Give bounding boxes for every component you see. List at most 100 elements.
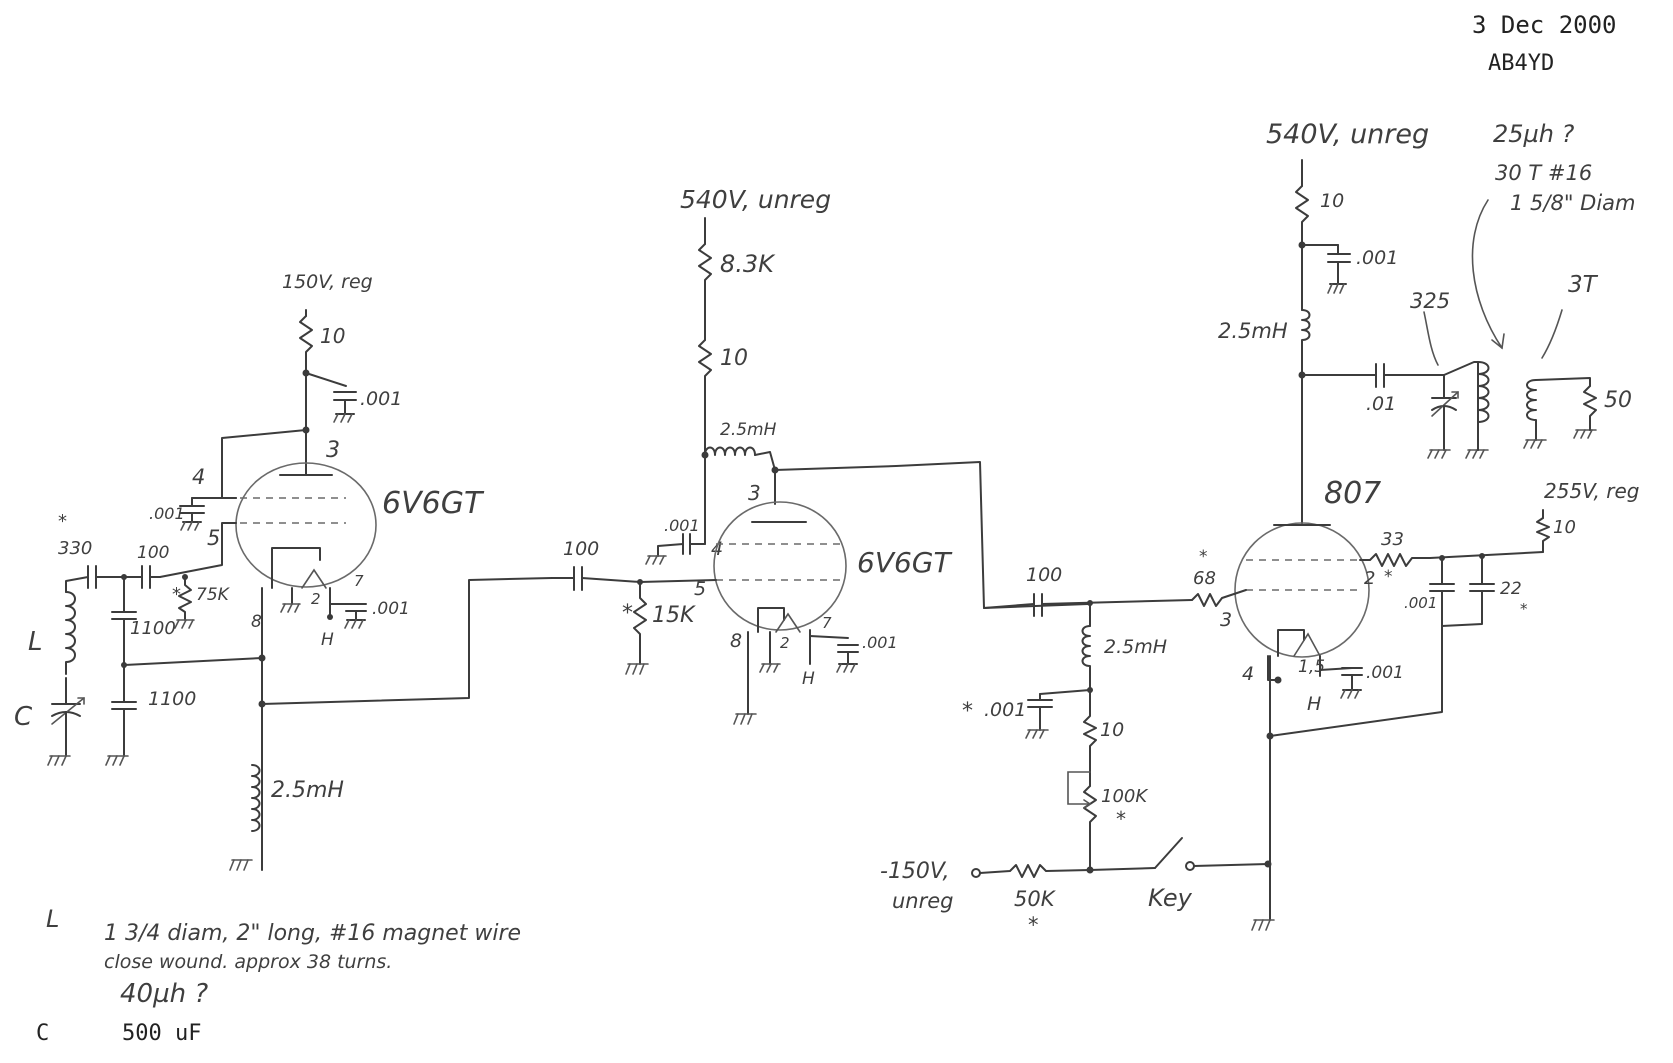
- stage3-grid-choke-label: 2.5mH: [1104, 636, 1167, 658]
- stage3-power-amplifier: 540V, unreg 10 .001 2.5mH .01: [880, 119, 1640, 937]
- stage1-input-cap-mark: *: [58, 511, 67, 532]
- stage1-grid-cap-label: 100: [137, 543, 169, 563]
- stage2-heater-label: H: [802, 669, 815, 689]
- stage1-grid-resistor: [178, 576, 192, 621]
- stage2-grid-resistor-mark: *: [622, 601, 633, 626]
- stage3-bias-series-mark: *: [1028, 913, 1039, 937]
- stage3-screen-cap-mark: *: [1520, 600, 1528, 618]
- stage3-pin-cathode: 4: [1242, 663, 1254, 685]
- note-coil-line-1: 1 3/4 diam, 2" long, #16 magnet wire: [104, 921, 521, 946]
- stage3-bias-supply-line-2: unreg: [892, 889, 954, 913]
- stage2-screen-cap-label: .001: [664, 516, 700, 535]
- date-label: 3 Dec 2000: [1472, 11, 1617, 39]
- stage3-heater-cap-label: .001: [1366, 663, 1404, 683]
- stage3-screen-cap-1-label: .001: [1404, 594, 1437, 612]
- stage1-screen-capacitor: [179, 497, 237, 531]
- stage3-tank-capacitor: [1431, 374, 1459, 451]
- stage1-tuning-cap-label: C: [14, 702, 33, 732]
- stage1-input-cap-label: 330: [58, 538, 92, 559]
- stage1-bypass-capacitor: [333, 391, 357, 423]
- callsign-label: AB4YD: [1488, 51, 1554, 76]
- note-cap-value: 500 uF: [122, 1021, 201, 1046]
- stage3-coupling-capacitor: [1375, 363, 1385, 388]
- stage1-feedback-cap-2-label: 1100: [148, 688, 196, 710]
- stage3-bias-pot-label: 100K: [1101, 786, 1148, 807]
- stage2-heater-cap-label: .001: [862, 633, 898, 652]
- stage3-screen-resistor-mark: *: [1384, 567, 1393, 587]
- stage1-coil-label: L: [28, 627, 43, 657]
- stage2-input-cap-label: 100: [563, 538, 599, 560]
- stage3-screen-resistor-label: 33: [1381, 529, 1404, 550]
- stage3-dropping-resistor: [1295, 185, 1309, 251]
- stage3-bias-supply-line-1: -150V,: [880, 859, 949, 884]
- stage3-pin-heater: 1,5: [1298, 657, 1325, 677]
- stage3-grid-choke: [1081, 625, 1091, 691]
- stage1-heater-capacitor: [344, 603, 367, 629]
- stage3-bias-cap-label: .001: [984, 699, 1026, 721]
- stage3-plate-choke: [1301, 309, 1311, 376]
- stage3-tank-coil-note-2: 30 T #16: [1495, 161, 1592, 185]
- stage2-pin-plate: 3: [748, 481, 761, 505]
- stage2-pin-heater-a: 2: [780, 634, 790, 652]
- stage2-resistor-2: [698, 339, 712, 456]
- stage2-resistor-1: [698, 243, 712, 341]
- stage1-pin-heater-b: 7: [354, 572, 364, 590]
- stage3-grid-resistor-label: 68: [1193, 568, 1216, 589]
- stage3-bias-resistor: [1083, 689, 1097, 787]
- stage1-supply-label: 150V, reg: [282, 271, 373, 293]
- note-coil-line-2: close wound. approx 38 turns.: [104, 951, 392, 973]
- stage1-tank-coil: [65, 591, 76, 675]
- stage3-bias-cap-mark: *: [962, 699, 973, 724]
- stage2-heater-capacitor: [836, 644, 859, 673]
- stage3-tank-coil-note-3: 1 5/8" Diam: [1510, 191, 1636, 215]
- stage1-feedback-cap-1-label: 1100: [130, 618, 176, 639]
- stage3-bias-pot-mark: *: [1116, 807, 1126, 831]
- stage3-bias-capacitor: [1027, 693, 1053, 731]
- construction-notes: L 1 3/4 diam, 2" long, #16 magnet wire c…: [36, 905, 521, 1046]
- stage3-grid-resistor: [1191, 589, 1247, 607]
- stage1-tube-6v6gt: [235, 462, 377, 589]
- stage3-tube-807: [1234, 522, 1370, 658]
- stage1-bypass-cap-label: .001: [360, 388, 402, 410]
- stage3-screen-supply-label: 255V, reg: [1544, 479, 1640, 503]
- stage3-bypass-cap-label: .001: [1356, 247, 1398, 269]
- stage2-grid-resistor-label: 15K: [652, 603, 696, 628]
- stage1-pin-heater-a: 2: [311, 590, 321, 608]
- stage3-pin-screen: 2: [1364, 568, 1375, 589]
- stage2-tube-label: 6V6GT: [857, 546, 952, 579]
- stage3-tube-label: 807: [1324, 476, 1381, 511]
- stage2-buffer: 540V, unreg 8.3K 10 2.5mH 3 4 6V6GT: [551, 185, 1089, 725]
- stage3-bypass-capacitor: [1327, 253, 1351, 294]
- stage1-heater-label: H: [321, 630, 334, 650]
- stage3-pin-grid: 3: [1220, 609, 1232, 631]
- stage3-tank-coil: [1477, 361, 1490, 443]
- stage2-choke-label: 2.5mH: [720, 420, 777, 440]
- stage2-tube-6v6gt: [713, 501, 847, 633]
- stage1-grid-resistor-mark: *: [172, 584, 181, 605]
- stage3-key-label: Key: [1148, 884, 1193, 912]
- stage1-pin-screen: 4: [192, 465, 205, 489]
- stage1-heater-cap-label: .001: [372, 599, 410, 619]
- stage2-resistor-2-label: 10: [720, 346, 748, 371]
- stage3-bias-series-resistor: [979, 864, 1091, 878]
- stage3-heater-capacitor: [1340, 667, 1363, 699]
- stage1-tuning-capacitor: [51, 677, 85, 757]
- stage3-load-label: 50: [1604, 388, 1632, 413]
- stage1-pin-plate: 3: [326, 438, 340, 463]
- stage3-coupling-cap-label: .01: [1366, 393, 1396, 415]
- note-cap-label: C: [36, 1021, 49, 1046]
- stage1-screen-cap-label: .001: [149, 504, 185, 523]
- stage2-grid-resistor: [633, 581, 647, 665]
- stage2-pin-grid: 5: [694, 578, 706, 600]
- stage3-bias-series-label: 50K: [1014, 887, 1057, 911]
- stage3-key-switch: [1154, 837, 1183, 869]
- stage3-screen-dropping-label: 10: [1553, 517, 1576, 538]
- stage3-plate-choke-label: 2.5mH: [1218, 319, 1288, 343]
- stage1-pin-grid: 5: [207, 526, 220, 550]
- stage3-dropping-resistor-label: 10: [1320, 190, 1344, 212]
- stage3-tank-cap-label: 325: [1410, 289, 1450, 313]
- stage2-screen-capacitor: [682, 533, 691, 555]
- stage1-feedback-capacitor-2: [111, 701, 137, 710]
- stage1-grid-resistor-label: 75K: [196, 585, 231, 605]
